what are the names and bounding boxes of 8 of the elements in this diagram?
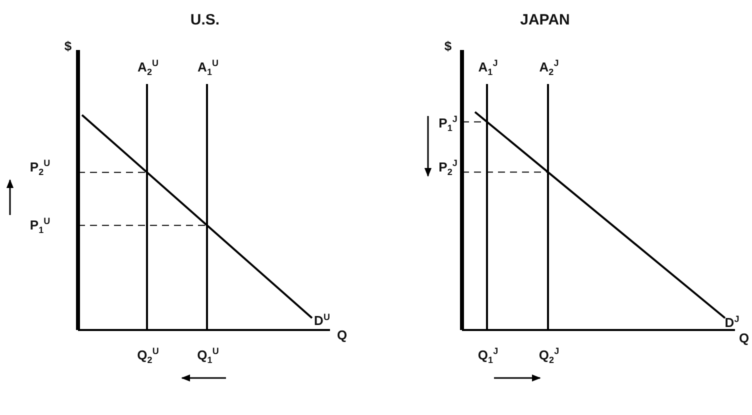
chart-title: JAPAN: [520, 12, 570, 28]
chart-title: U.S.: [190, 12, 220, 28]
curve-label: D$^{J}$: [724, 314, 740, 330]
axis-label: Q: [738, 332, 750, 344]
curve-label: D$^{U}$: [314, 312, 330, 328]
axis-label: $: [444, 40, 452, 52]
axis-label: Q: [336, 328, 348, 342]
axis-label: $: [64, 40, 72, 52]
